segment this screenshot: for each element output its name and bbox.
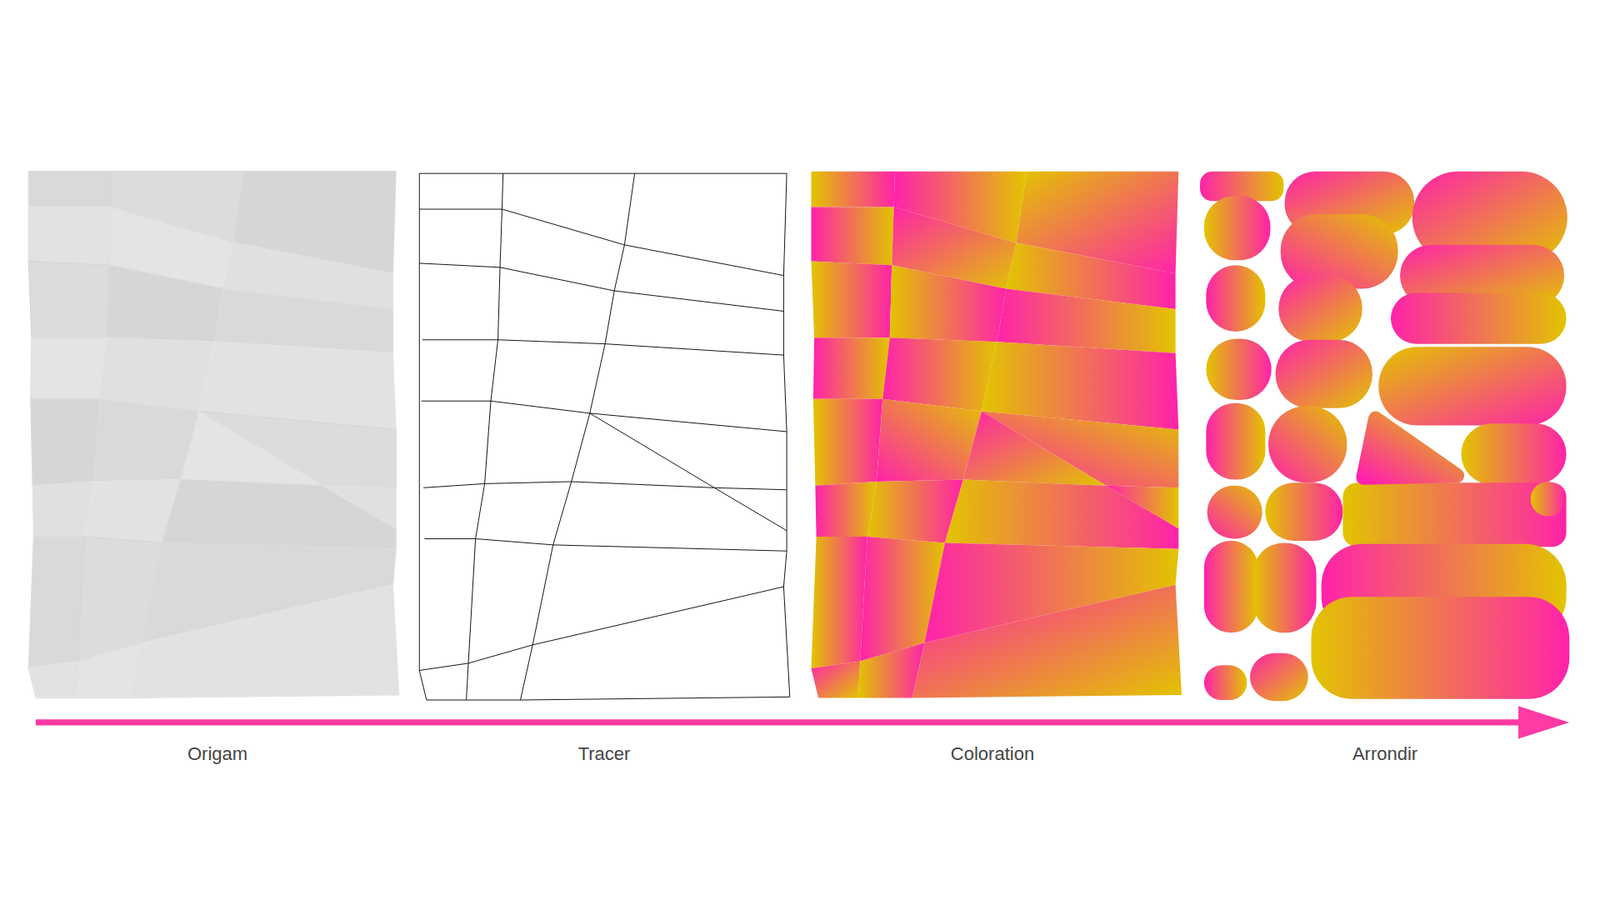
color-facet (890, 265, 1007, 342)
step-label: Tracer (578, 743, 631, 765)
crease-line (421, 400, 787, 432)
crease-line (590, 413, 787, 531)
paper-facet (100, 337, 215, 411)
paper-facet (323, 485, 396, 529)
colored-facets (810, 171, 1181, 699)
rounded-facet (1275, 340, 1373, 409)
color-facet (810, 536, 867, 669)
step-label: Origam (187, 743, 248, 765)
crease-line (423, 481, 787, 490)
crease-line (422, 340, 784, 355)
arrow-shaft (35, 719, 1526, 725)
paper-facet (28, 260, 110, 338)
color-facet (1105, 485, 1179, 529)
color-facet (810, 171, 895, 208)
rounded-facet (1205, 403, 1265, 480)
crease-line (424, 539, 787, 552)
step-slot: Coloration (867, 743, 1118, 765)
color-facet (876, 399, 982, 482)
step-slot: Arrondir (1260, 743, 1510, 765)
step-label: Arrondir (1352, 743, 1418, 765)
rounded-facet (1207, 485, 1263, 540)
color-facet (813, 337, 890, 399)
rounded-facet (1253, 542, 1317, 633)
crease-line (419, 586, 784, 670)
rounded-facet (1265, 482, 1343, 541)
rounded-triangle (1363, 418, 1458, 478)
color-facet (945, 480, 1179, 550)
paper-facet (28, 660, 78, 698)
color-facet (963, 410, 1106, 485)
rounded-facet (1204, 540, 1259, 633)
rounded-facet (1390, 292, 1567, 344)
crease-line (419, 263, 784, 312)
paper-facet (130, 585, 400, 699)
arrow-head (1518, 705, 1570, 739)
step-label: Coloration (950, 743, 1035, 765)
rounded-dot (1530, 481, 1566, 517)
rounded-facet (1205, 265, 1265, 332)
paper-facet (32, 481, 94, 537)
timeline-arrow (35, 705, 1570, 739)
crease-tracing (419, 173, 790, 700)
rounded-facet (1205, 339, 1271, 400)
rounded-facet (1278, 275, 1362, 343)
rounded-facet (1204, 195, 1271, 260)
folded-paper (28, 171, 399, 699)
paper-facet (28, 536, 85, 669)
rounded-facet (1204, 665, 1247, 700)
step-slot: Tracer (479, 743, 730, 765)
rounded-facet (1250, 653, 1309, 702)
paper-outline (419, 173, 790, 700)
paper-facet (28, 207, 111, 266)
rounded-facet (1268, 405, 1347, 483)
color-facet (996, 289, 1175, 354)
color-facet (813, 399, 883, 486)
color-facet (882, 337, 997, 411)
color-facet (810, 207, 894, 266)
rounded-shapes (1200, 171, 1570, 702)
paper-facet (30, 399, 100, 486)
color-facet (815, 481, 876, 537)
crease-line (520, 173, 635, 700)
crease-line (466, 173, 504, 700)
crease-line (419, 209, 784, 276)
color-facet (810, 660, 860, 698)
rounded-facet (1460, 423, 1566, 485)
paper-facet (28, 171, 112, 208)
paper-facet (162, 480, 396, 550)
step-slot: Origam (92, 743, 343, 765)
paper-facet (30, 337, 108, 399)
rounded-facet (1378, 346, 1566, 425)
color-facet (912, 585, 1182, 699)
paper-facet (180, 410, 324, 485)
rounded-facet (1310, 596, 1570, 699)
paper-facet (107, 265, 225, 342)
color-facet (810, 260, 892, 338)
